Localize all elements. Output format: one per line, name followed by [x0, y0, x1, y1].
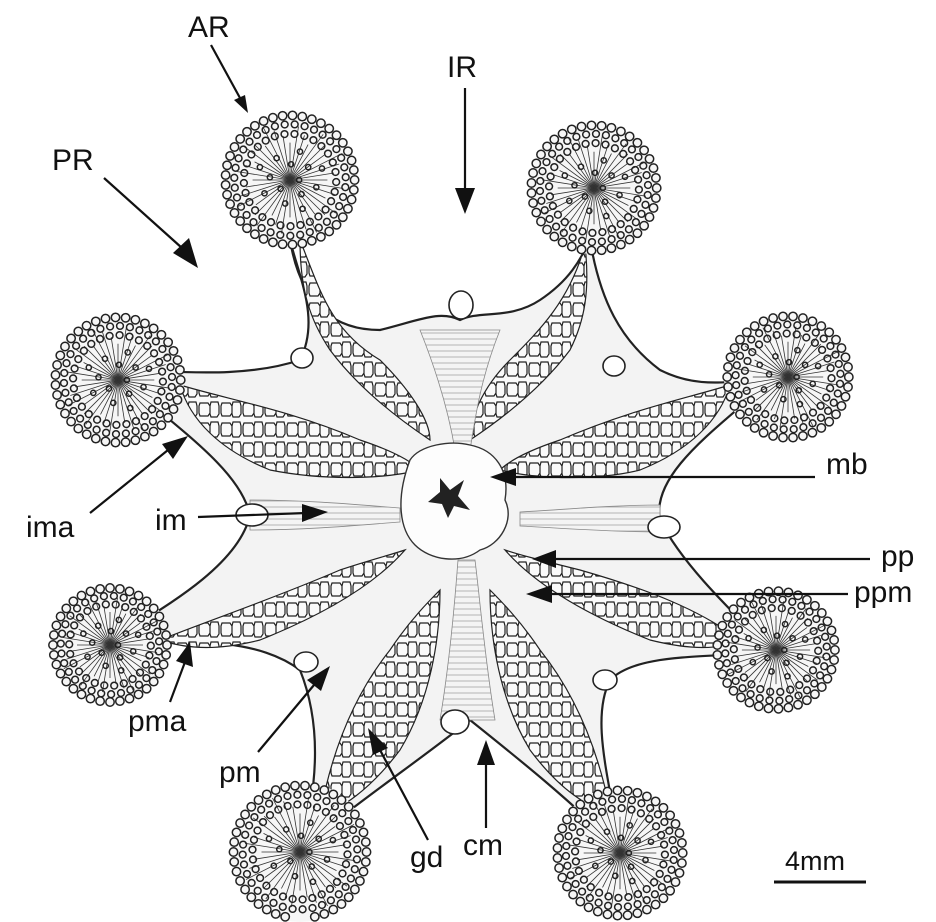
tentacle-cluster-left-lower — [49, 584, 171, 706]
anchor-bottom — [441, 710, 469, 734]
arrow-pm — [258, 685, 314, 752]
label-ima: ima — [26, 511, 75, 544]
tentacle-cluster-right-lower — [713, 587, 839, 713]
label-AR: AR — [188, 11, 230, 44]
tentacle-cluster-top-left — [221, 111, 358, 249]
anchor-bottom-left — [294, 652, 318, 672]
label-gd: gd — [410, 841, 443, 874]
label-pm: pm — [219, 756, 261, 789]
anchor-top-right — [603, 356, 625, 376]
arrow-AR-head — [234, 95, 248, 113]
arrow-AR — [211, 45, 240, 98]
manubrium — [401, 443, 508, 559]
tentacle-cluster-top-right — [527, 121, 661, 255]
label-mb: mb — [826, 448, 868, 481]
label-im: im — [155, 504, 187, 537]
arrow-PR — [104, 178, 182, 248]
arrow-cm-head — [477, 740, 495, 765]
tentacle-cluster-right-upper — [723, 312, 853, 442]
anchor-bottom-right — [593, 670, 617, 690]
anchor-top-left — [291, 348, 313, 368]
anchor-top — [449, 291, 473, 319]
label-PR: PR — [52, 144, 94, 177]
label-cm: cm — [463, 829, 503, 862]
label-pp: pp — [881, 540, 914, 573]
tentacle-cluster-left-upper — [51, 313, 185, 447]
scale-bar-label: 4mm — [785, 846, 845, 876]
arrow-ima-head — [162, 436, 188, 459]
anchor-right — [648, 516, 680, 538]
label-ppm: ppm — [854, 576, 912, 609]
tentacle-cluster-bottom-left — [229, 782, 370, 922]
label-IR: IR — [447, 51, 477, 84]
label-pma: pma — [128, 705, 187, 738]
arrow-IR-head — [455, 188, 475, 214]
arrow-pma — [170, 662, 185, 702]
